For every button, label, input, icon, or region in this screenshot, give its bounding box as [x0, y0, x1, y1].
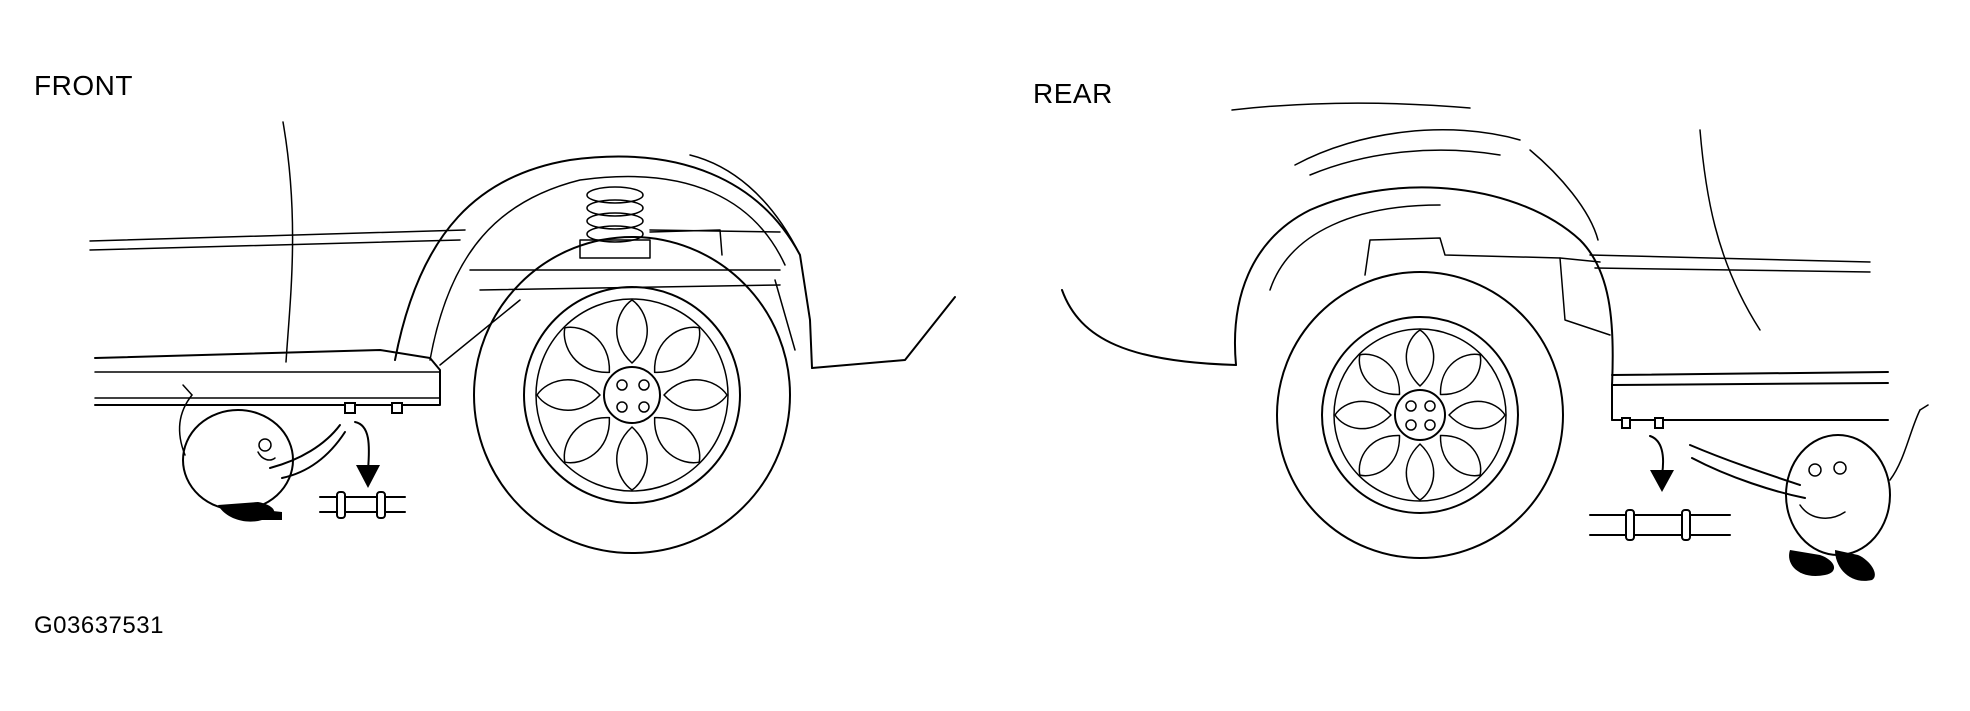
front-mascot-icon	[178, 384, 346, 522]
rear-vehicle	[1061, 102, 1889, 559]
front-jack-point	[344, 402, 356, 414]
rear-label: REAR	[1033, 78, 1113, 109]
rear-jack-point	[1621, 417, 1631, 429]
rear-down-arrow-icon	[1649, 435, 1674, 492]
coil-spring	[579, 186, 723, 259]
front-jack-stand-icon	[319, 491, 406, 519]
rear-jack-stand-icon	[1589, 509, 1731, 541]
front-vehicle	[89, 121, 956, 554]
front-down-arrow-icon	[354, 421, 380, 488]
rear-wheel	[1276, 271, 1564, 559]
front-label: FRONT	[34, 70, 133, 101]
figure-id: G03637531	[34, 612, 164, 639]
front-wheel	[473, 236, 791, 554]
rear-mascot-icon	[1689, 404, 1929, 581]
